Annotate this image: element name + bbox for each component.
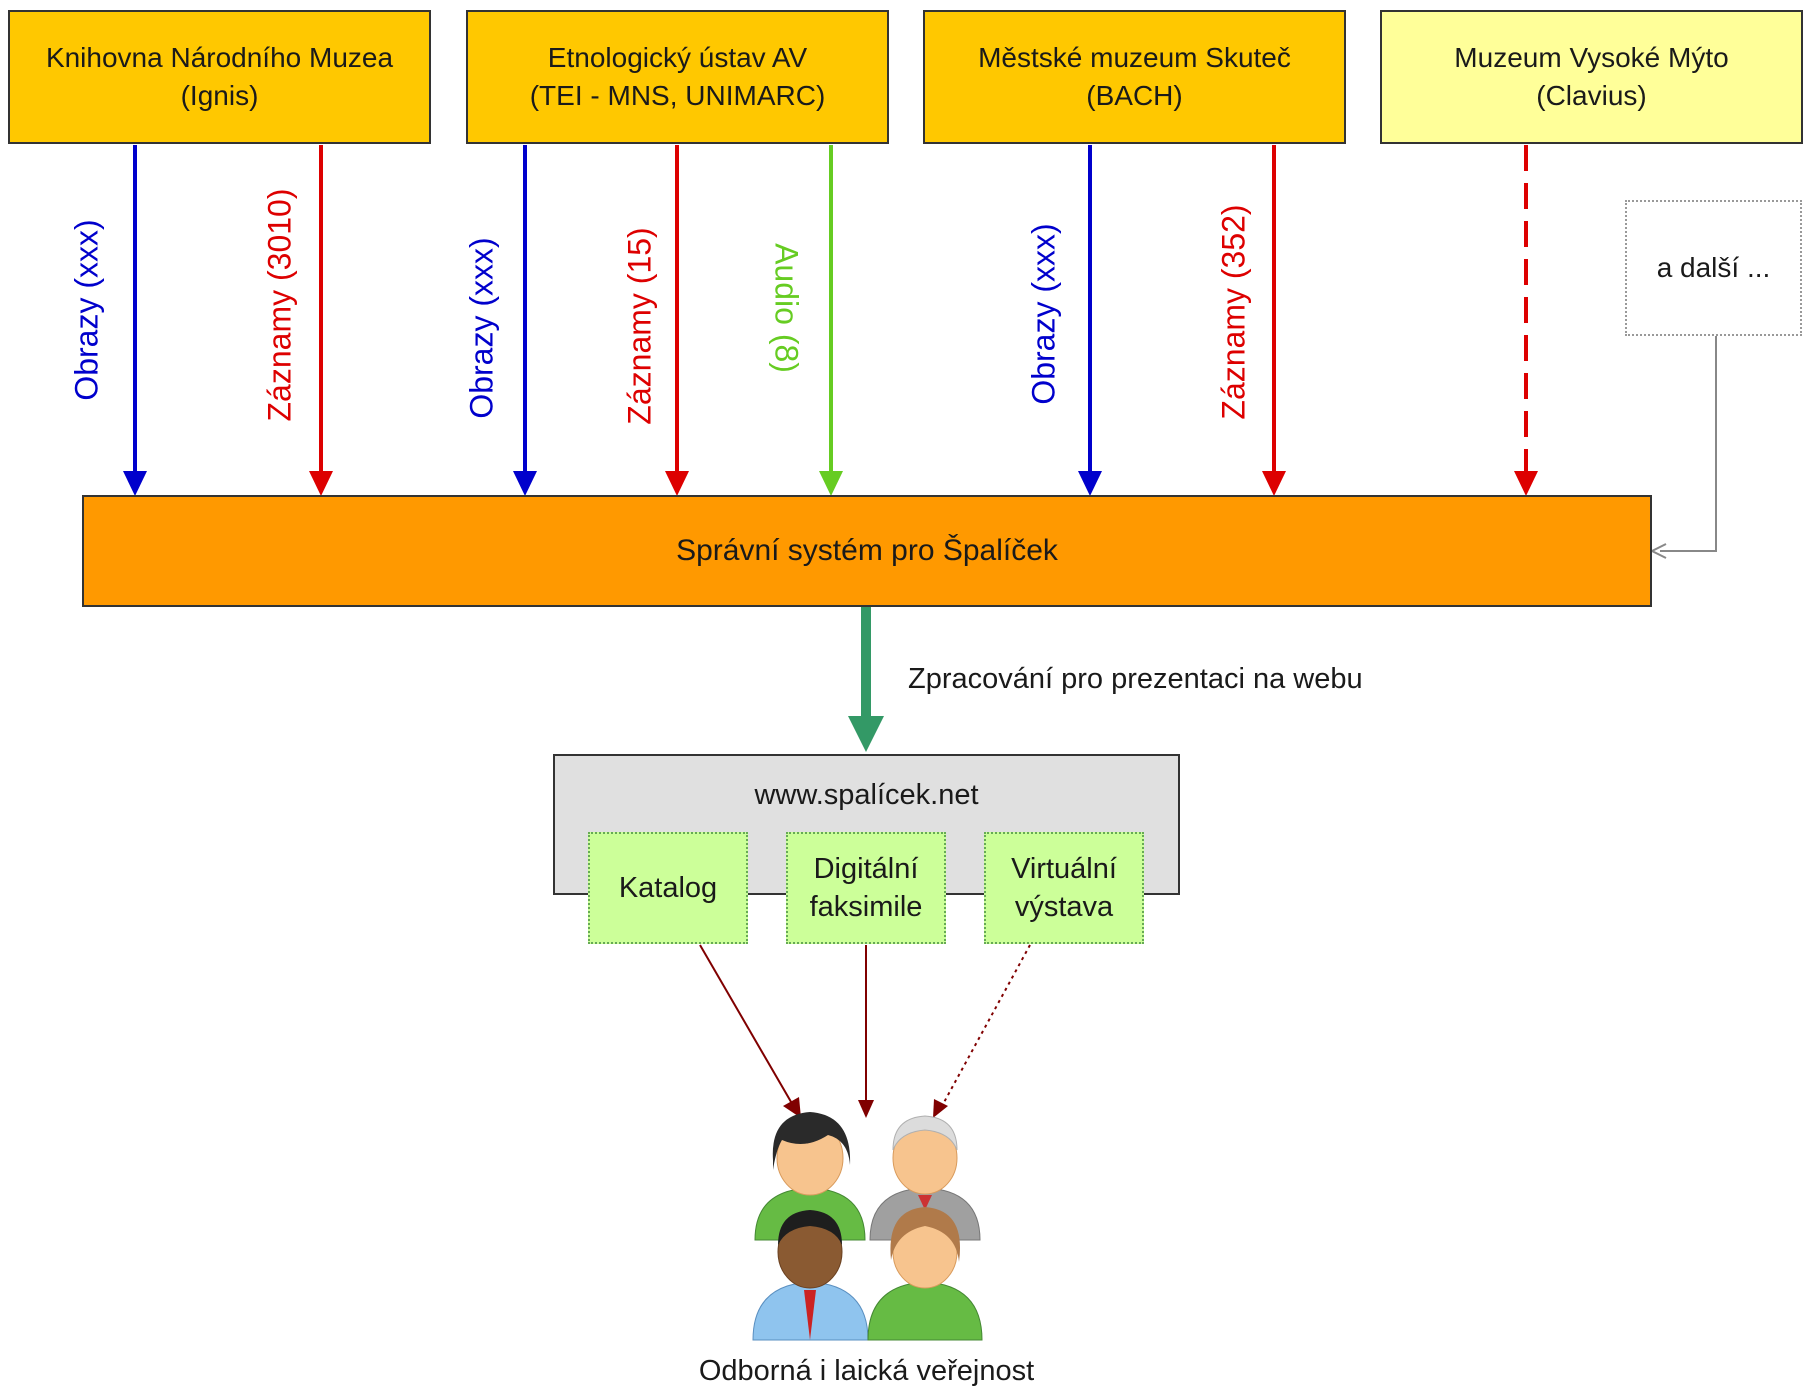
arrow-more (1649, 336, 1717, 559)
arrow-obrazy-2 (513, 145, 537, 496)
more-sources-box: a další ... (1625, 200, 1802, 336)
part-label-line1: Katalog (618, 872, 718, 904)
arrow-obrazy-3 (1078, 145, 1102, 496)
flow-label-zaznamy-1: Záznamy (3010) (261, 188, 298, 422)
people-group-icon (752, 1112, 983, 1341)
flow-label-audio: Audio (8) (768, 243, 805, 373)
source-title: Knihovna Národního Muzea (45, 42, 394, 73)
website-part-katalog: Katalog (588, 832, 748, 944)
flow-label-obrazy-3: Obrazy (xxx) (1025, 223, 1062, 405)
arrow-obrazy-1 (123, 145, 147, 496)
process-label: Zpracování pro prezentaci na webu (908, 663, 1363, 695)
part-label-line1: Virtuální (1011, 853, 1117, 885)
source-format: (Clavius) (1536, 80, 1647, 111)
flow-label-zaznamy-3: Záznamy (352) (1215, 204, 1252, 420)
system-label: Správní systém pro Špalíček (676, 534, 1058, 567)
audience-label: Odborná i laická veřejnost (698, 1355, 1035, 1387)
arrow-zaznamy-2 (665, 145, 689, 496)
flow-label-obrazy-2: Obrazy (xxx) (463, 237, 500, 419)
part-label-line2: faksimile (809, 891, 923, 923)
website-part-vystava: Virtuální výstava (984, 832, 1144, 944)
arrow-audio (819, 145, 843, 496)
flow-label-obrazy-1: Obrazy (xxx) (68, 219, 105, 401)
website-title: www.spalícek.net (754, 779, 979, 811)
source-box-vysoke-myto: Muzeum Vysoké Mýto (Clavius) (1380, 10, 1803, 144)
part-label-line2: výstava (1014, 891, 1114, 923)
source-box-skutec: Městské muzeum Skuteč (BACH) (923, 10, 1346, 144)
flow-label-zaznamy-2: Záznamy (15) (621, 227, 658, 425)
system-box: Správní systém pro Špalíček (82, 495, 1652, 607)
source-format: (BACH) (1086, 80, 1183, 111)
arrow-zaznamy-1 (309, 145, 333, 496)
more-sources-label: a další ... (1656, 252, 1771, 283)
arrow-katalog-audience (699, 944, 801, 1118)
arrow-zaznamy-3 (1262, 145, 1286, 496)
website-part-faksimile: Digitální faksimile (786, 832, 946, 944)
source-format: (TEI - MNS, UNIMARC) (529, 80, 826, 111)
source-format: (Ignis) (180, 80, 259, 111)
source-title: Městské muzeum Skuteč (978, 42, 1291, 73)
arrow-dashed-clavius (1514, 145, 1538, 496)
source-box-knihovna: Knihovna Národního Muzea (Ignis) (8, 10, 431, 144)
part-label-line1: Digitální (813, 853, 919, 885)
arrow-vystava-audience (933, 944, 1031, 1118)
arrow-faksimile-audience (858, 945, 874, 1118)
source-title: Muzeum Vysoké Mýto (1454, 42, 1729, 73)
source-box-etnologicky: Etnologický ústav AV (TEI - MNS, UNIMARC… (466, 10, 889, 144)
arrow-process (848, 607, 884, 752)
source-title: Etnologický ústav AV (547, 42, 808, 73)
